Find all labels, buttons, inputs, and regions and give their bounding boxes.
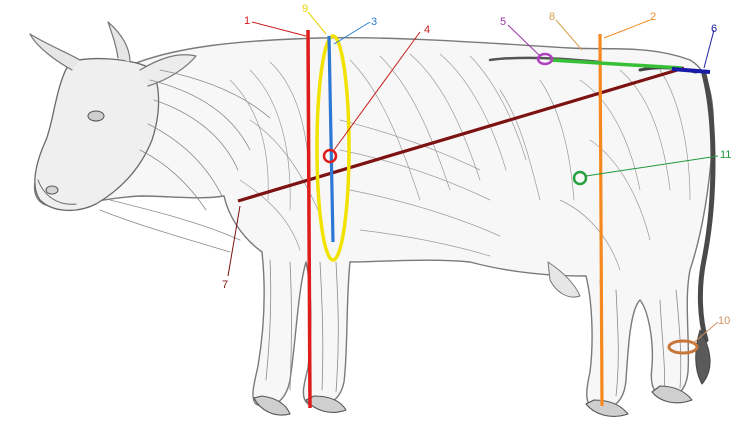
label-4: 4: [424, 24, 430, 36]
leader-8: [556, 20, 582, 50]
label-3: 3: [371, 16, 377, 28]
label-11: 11: [720, 149, 731, 161]
leader-6: [704, 30, 714, 68]
measurement-line-2-rump-height: [600, 34, 602, 406]
leader-9: [308, 12, 326, 34]
leader-1: [252, 22, 306, 36]
cow-eye: [88, 111, 104, 121]
label-2: 2: [650, 11, 656, 23]
measurement-line-1-withers-height: [308, 30, 310, 408]
label-10: 10: [718, 315, 730, 327]
label-9: 9: [302, 3, 308, 15]
label-8: 8: [549, 11, 555, 23]
label-6: 6: [711, 23, 717, 35]
label-7: 7: [222, 279, 228, 291]
hoof-rear-left: [586, 400, 628, 416]
label-5: 5: [500, 16, 506, 28]
hoof-front-right: [306, 396, 346, 412]
hoof-rear-right: [652, 386, 692, 403]
label-1: 1: [244, 15, 250, 27]
cow-drawing: [30, 22, 713, 416]
cow-left-horn: [30, 34, 80, 70]
leader-2: [604, 20, 650, 38]
cow-nostril: [46, 186, 58, 194]
cow-right-horn: [108, 22, 130, 62]
hoof-front-left: [254, 396, 290, 415]
